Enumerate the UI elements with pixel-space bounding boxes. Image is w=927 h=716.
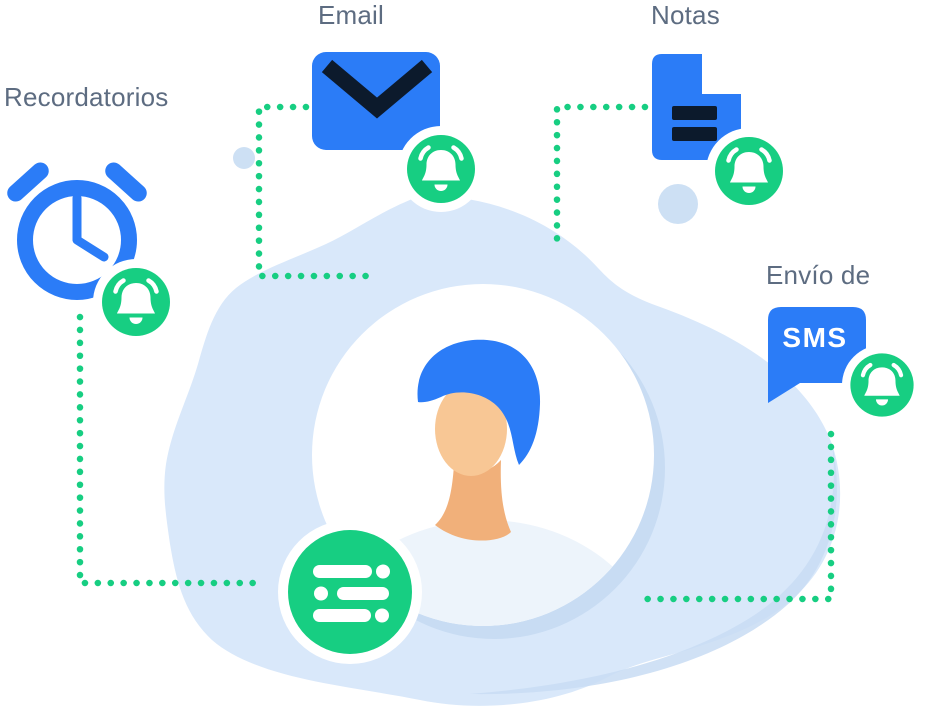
label-recordatorios: Recordatorios [4, 82, 169, 112]
sms-bubble-icon [768, 307, 866, 403]
bell-badge-notas [706, 128, 792, 214]
document-icon [652, 54, 741, 160]
decor-circle-small [233, 147, 255, 169]
connector-recordatorios [76, 313, 269, 587]
connector-email [255, 103, 376, 280]
bell-badge-recordatorios [93, 259, 179, 345]
bell-badge-email [398, 126, 484, 212]
decor-circle-medium [658, 184, 698, 224]
envelope-icon [312, 52, 440, 150]
avatar-face [435, 382, 507, 476]
list-badge [278, 520, 422, 664]
label-notas: Notas [651, 0, 720, 30]
connector-notas [553, 103, 649, 250]
connector-sms [634, 430, 835, 603]
alarm-clock-icon [7, 162, 147, 300]
label-email: Email [318, 0, 385, 30]
list-icon [313, 564, 390, 623]
bell-badge-sms [842, 345, 922, 425]
sms-bubble-text: SMS [782, 322, 848, 353]
avatar-hair [417, 339, 541, 465]
dotted-connectors [76, 103, 835, 603]
label-envio-de: Envío de [766, 260, 871, 290]
avatar-neck [435, 460, 511, 541]
